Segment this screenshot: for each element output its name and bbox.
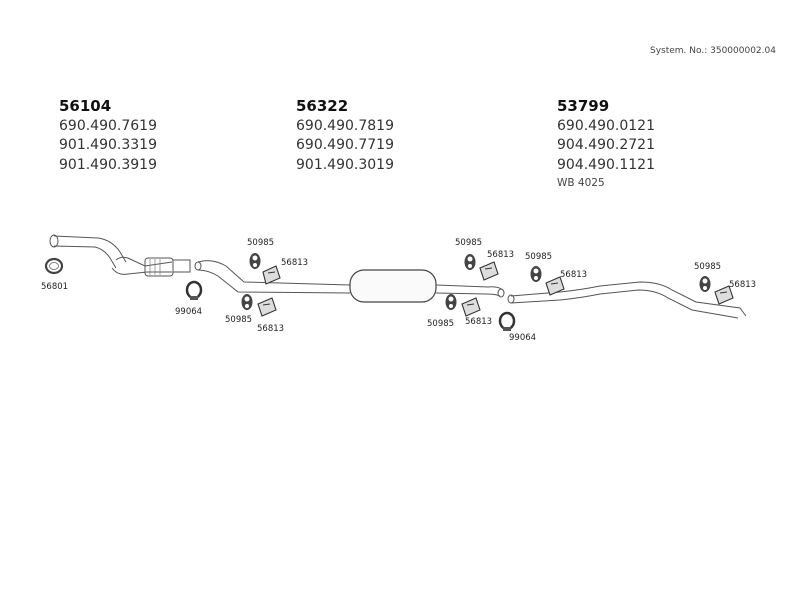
mounting-bracket-icon — [262, 265, 281, 285]
label-hanger-rubber: 50985 — [427, 319, 454, 329]
label-hanger-rubber: 50985 — [225, 315, 252, 325]
part-number: 904.490.1121 — [557, 156, 655, 173]
group-header: 56104 — [59, 97, 112, 115]
clamp-icon — [185, 280, 203, 300]
middle-pipe — [194, 260, 505, 303]
label-hanger-rubber: 50985 — [694, 262, 721, 272]
rubber-hanger-icon — [699, 276, 711, 292]
part-number: 901.490.3919 — [59, 156, 157, 173]
rubber-hanger-icon — [249, 253, 261, 269]
group-header: 53799 — [557, 97, 610, 115]
mounting-bracket-icon — [257, 297, 277, 317]
part-number: 904.490.2721 — [557, 137, 655, 153]
rubber-hanger-icon — [530, 266, 542, 282]
gasket-ring-icon — [44, 257, 64, 275]
group-note: WB 4025 — [557, 177, 605, 189]
label-clamp: 99064 — [175, 307, 202, 317]
label-bracket: 56813 — [729, 280, 756, 290]
part-group-rear: 53799 690.490.0121 904.490.2721 904.490.… — [557, 97, 655, 191]
part-number: 690.490.7619 — [59, 117, 157, 134]
mounting-bracket-icon — [461, 297, 481, 317]
part-number: 901.490.3019 — [296, 156, 394, 173]
rear-pipe — [507, 281, 747, 319]
rubber-hanger-icon — [445, 294, 457, 310]
mounting-bracket-icon — [545, 276, 565, 296]
label-gasket: 56801 — [41, 282, 68, 292]
label-bracket: 56813 — [487, 250, 514, 260]
group-header: 56322 — [296, 97, 349, 115]
label-hanger-rubber: 50985 — [247, 238, 274, 248]
label-hanger-rubber: 50985 — [455, 238, 482, 248]
front-pipe — [49, 234, 191, 277]
label-hanger-rubber: 50985 — [525, 252, 552, 262]
part-group-middle: 56322 690.490.7819 690.490.7719 901.490.… — [296, 97, 394, 175]
rubber-hanger-icon — [464, 254, 476, 270]
label-bracket: 56813 — [257, 324, 284, 334]
part-number: 690.490.7819 — [296, 117, 394, 134]
label-bracket: 56813 — [560, 270, 587, 280]
label-bracket: 56813 — [465, 317, 492, 327]
part-number: 901.490.3319 — [59, 137, 157, 153]
system-number: System. No.: 350000002.04 — [650, 46, 776, 56]
clamp-icon — [498, 311, 516, 331]
part-group-front: 56104 690.490.7619 901.490.3319 901.490.… — [59, 97, 157, 175]
mounting-bracket-icon — [479, 261, 499, 281]
rubber-hanger-icon — [241, 294, 253, 310]
label-bracket: 56813 — [281, 258, 308, 268]
part-number: 690.490.7719 — [296, 137, 394, 153]
mounting-bracket-icon — [714, 285, 734, 305]
label-clamp: 99064 — [509, 333, 536, 343]
part-number: 690.490.0121 — [557, 117, 655, 134]
